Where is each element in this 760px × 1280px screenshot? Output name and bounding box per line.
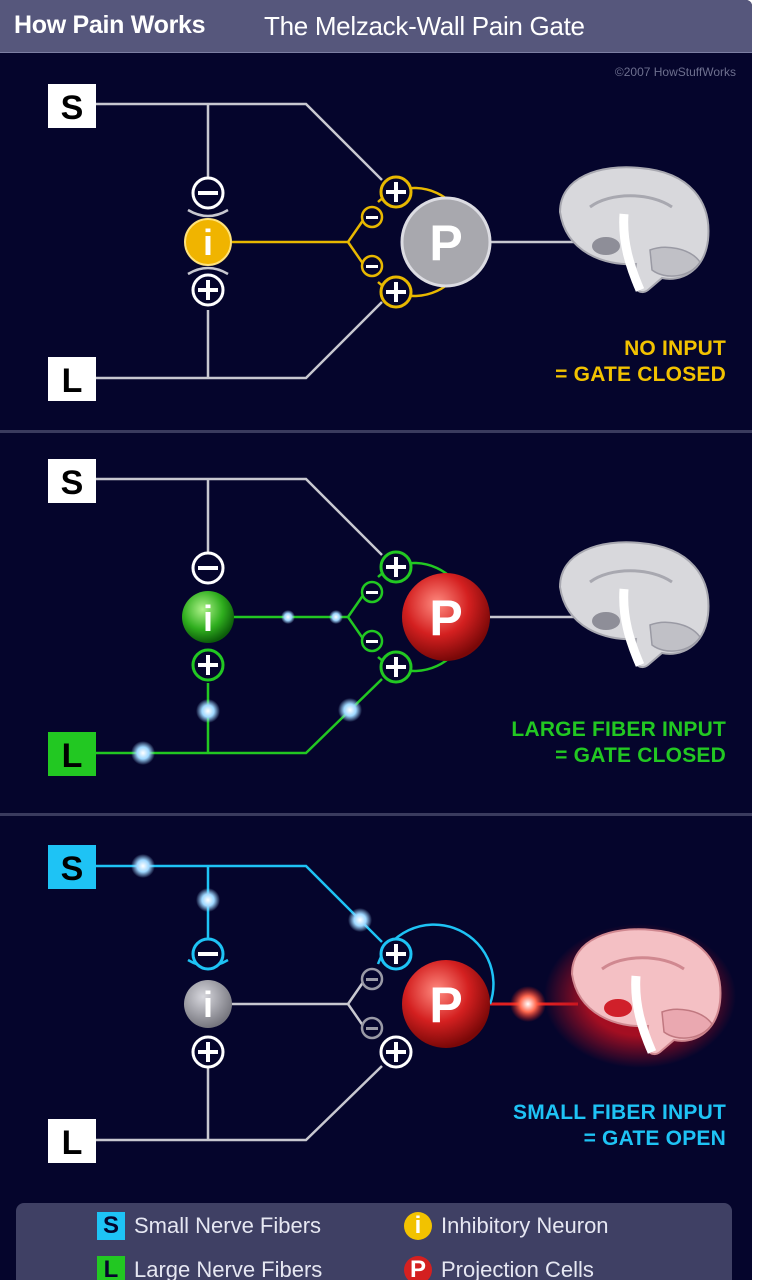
panel-no-input: S L i [0, 52, 752, 430]
projection-minus-top [360, 205, 384, 229]
gate-diagram-large-fiber: S L i [48, 459, 710, 776]
status-small-fiber: SMALL FIBER INPUT = GATE OPEN [513, 1100, 726, 1152]
signal-sparks [131, 854, 372, 932]
brain-icon-pain [570, 928, 722, 1056]
pain-signal-spark [510, 986, 546, 1022]
page-title: How Pain Works [14, 11, 206, 39]
gate-diagram-small-fiber: S L i [48, 845, 736, 1163]
large-fiber-label: L [62, 362, 83, 400]
status-line-2: = GATE CLOSED [555, 744, 726, 767]
inhibitory-output-line [232, 215, 368, 269]
small-fiber-label: S [61, 464, 84, 502]
projection-minus-bottom [360, 1016, 384, 1040]
brain-icon [558, 541, 710, 669]
projection-cell [402, 960, 490, 1048]
inhibitory-neuron [184, 218, 232, 266]
legend-item-inhibitory: i Inhibitory Neuron [404, 1212, 609, 1240]
status-line-1: SMALL FIBER INPUT [512, 1101, 726, 1124]
projection-plus-bottom [379, 275, 413, 309]
inhibitory-neuron-label: i [203, 598, 213, 639]
large-fiber-label: L [62, 737, 83, 775]
inhibitory-neuron-label: i [203, 984, 213, 1025]
panel-divider [0, 430, 752, 433]
legend-label: Small Nerve Fibers [134, 1213, 322, 1238]
inhibitory-minus-sign [191, 937, 225, 971]
projection-cell-label: P [429, 977, 462, 1033]
copyright-notice: ©2007 HowStuffWorks [614, 65, 736, 79]
status-line-1: LARGE FIBER INPUT [511, 718, 726, 741]
status-line-1: NO INPUT [624, 337, 726, 360]
legend-item-large-fibers: L Large Nerve Fibers [97, 1256, 322, 1280]
projection-minus-bottom [360, 254, 384, 278]
page-subtitle: The Melzack-Wall Pain Gate [264, 11, 585, 41]
small-fiber-box [48, 845, 96, 889]
small-fiber-label: S [61, 89, 84, 127]
projection-plus-top [379, 550, 413, 584]
inhibitory-minus-sign [191, 551, 225, 585]
status-large-fiber: LARGE FIBER INPUT = GATE CLOSED [511, 717, 726, 769]
status-line-2: = GATE OPEN [583, 1127, 726, 1150]
large-fiber-box [48, 732, 96, 776]
inhibitory-output-line [232, 590, 368, 644]
projection-plus-top [379, 175, 413, 209]
large-fiber-line [96, 1065, 383, 1142]
gate-diagram-no-input: S L i [48, 84, 710, 401]
panel-large-fiber: S L i [0, 433, 752, 813]
status-no-input: NO INPUT = GATE CLOSED [555, 336, 726, 388]
large-fiber-box [48, 357, 96, 401]
projection-cell [400, 196, 492, 288]
projection-plus-top [379, 937, 413, 971]
small-fiber-line [96, 864, 383, 943]
inhibitory-neuron-label: i [203, 222, 213, 263]
small-fiber-line [96, 477, 383, 556]
large-fiber-label: L [62, 1124, 83, 1162]
projection-cell-label: P [429, 215, 462, 271]
large-fiber-box [48, 1119, 96, 1163]
projection-minus-top [360, 967, 384, 991]
inhibitory-plus-sign [191, 648, 225, 682]
small-fiber-box [48, 84, 96, 128]
inhibitory-output-line [232, 977, 368, 1031]
brain-icon [558, 166, 710, 294]
inhibitory-neuron [182, 591, 234, 643]
inhibitory-badge: i [404, 1212, 432, 1240]
panel-divider [0, 813, 752, 816]
small-fiber-line [96, 102, 383, 181]
projection-plus-bottom [379, 650, 413, 684]
header-bar: How Pain Works The Melzack-Wall Pain Gat… [0, 0, 752, 53]
legend-item-small-fibers: S Small Nerve Fibers [97, 1212, 321, 1240]
small-fiber-label: S [61, 850, 84, 888]
inhibitory-neuron [184, 980, 232, 1028]
legend-label: Large Nerve Fibers [134, 1257, 323, 1280]
legend-label: Projection Cells [441, 1257, 594, 1280]
projection-badge: P [404, 1256, 432, 1280]
legend-item-projection: P Projection Cells [404, 1256, 594, 1280]
small-fiber-box [48, 459, 96, 503]
projection-minus-bottom [360, 629, 384, 653]
projection-cell-label: P [429, 590, 462, 646]
inhibitory-synapse-arcs [187, 208, 229, 276]
projection-plus-bottom [379, 1035, 413, 1069]
large-fiber-line [96, 301, 383, 380]
projection-cell [402, 573, 490, 661]
inhibitory-plus-sign [191, 273, 225, 307]
projection-minus-top [360, 580, 384, 604]
legend-label: Inhibitory Neuron [441, 1213, 609, 1238]
status-line-2: = GATE CLOSED [555, 363, 726, 386]
inhibitory-minus-sign [191, 176, 225, 210]
panel-small-fiber: S L i [0, 816, 752, 1196]
signal-sparks [131, 610, 362, 765]
legend: S Small Nerve Fibers i Inhibitory Neuron… [16, 1203, 732, 1280]
small-fiber-badge: S [97, 1212, 125, 1240]
inhibitory-plus-sign [191, 1035, 225, 1069]
large-fiber-badge: L [97, 1256, 125, 1280]
